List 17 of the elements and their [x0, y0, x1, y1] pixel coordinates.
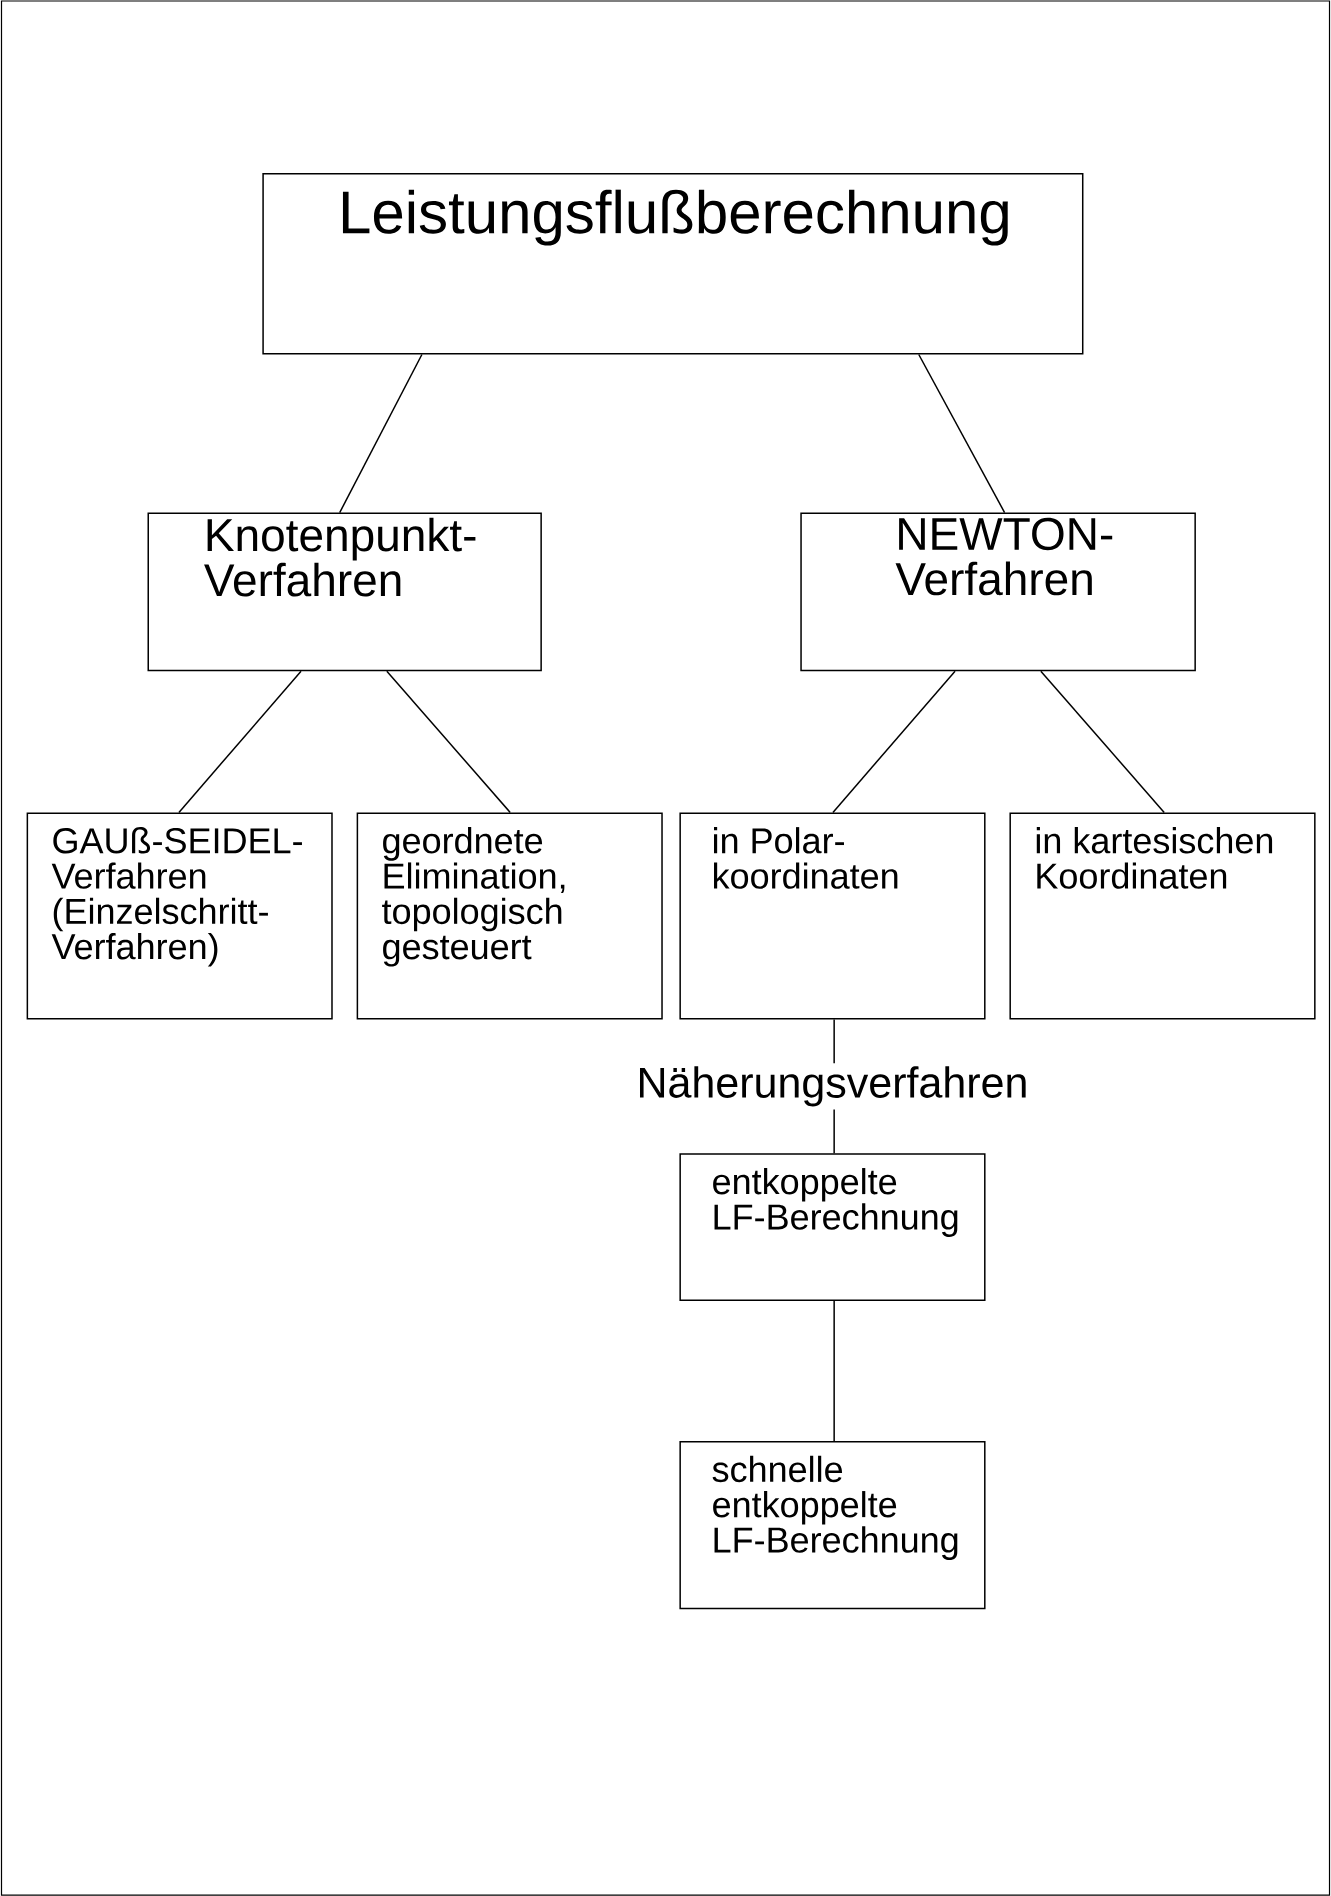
method-box: NEWTON-Verfahren [800, 512, 1196, 672]
connector-line [178, 670, 302, 814]
method-box: geordnete Elimination, topologisch gesteuert [356, 812, 663, 1020]
method-box: in kartesischen Koordinaten [1009, 812, 1316, 1020]
method-box: schnelle entkoppelte LF-Berechnung [679, 1441, 986, 1610]
method-box: in Polar-koordinaten [679, 812, 986, 1020]
connector-line [386, 670, 511, 814]
edge-label: Näherungsverfahren [633, 1063, 1032, 1110]
method-box: Knotenpunkt-Verfahren [147, 512, 542, 672]
method-box: GAUß-SEIDEL-Verfahren (Einzelschritt-Verfahren) [26, 812, 333, 1020]
method-box: Leistungsflußberechnung [262, 172, 1084, 355]
connector-line [833, 1300, 835, 1442]
connector-line [1040, 670, 1165, 814]
connector-line [832, 670, 956, 814]
connector-line [338, 353, 423, 514]
method-box: entkoppelte LF-Berechnung [679, 1153, 986, 1302]
connector-line [918, 353, 1006, 514]
